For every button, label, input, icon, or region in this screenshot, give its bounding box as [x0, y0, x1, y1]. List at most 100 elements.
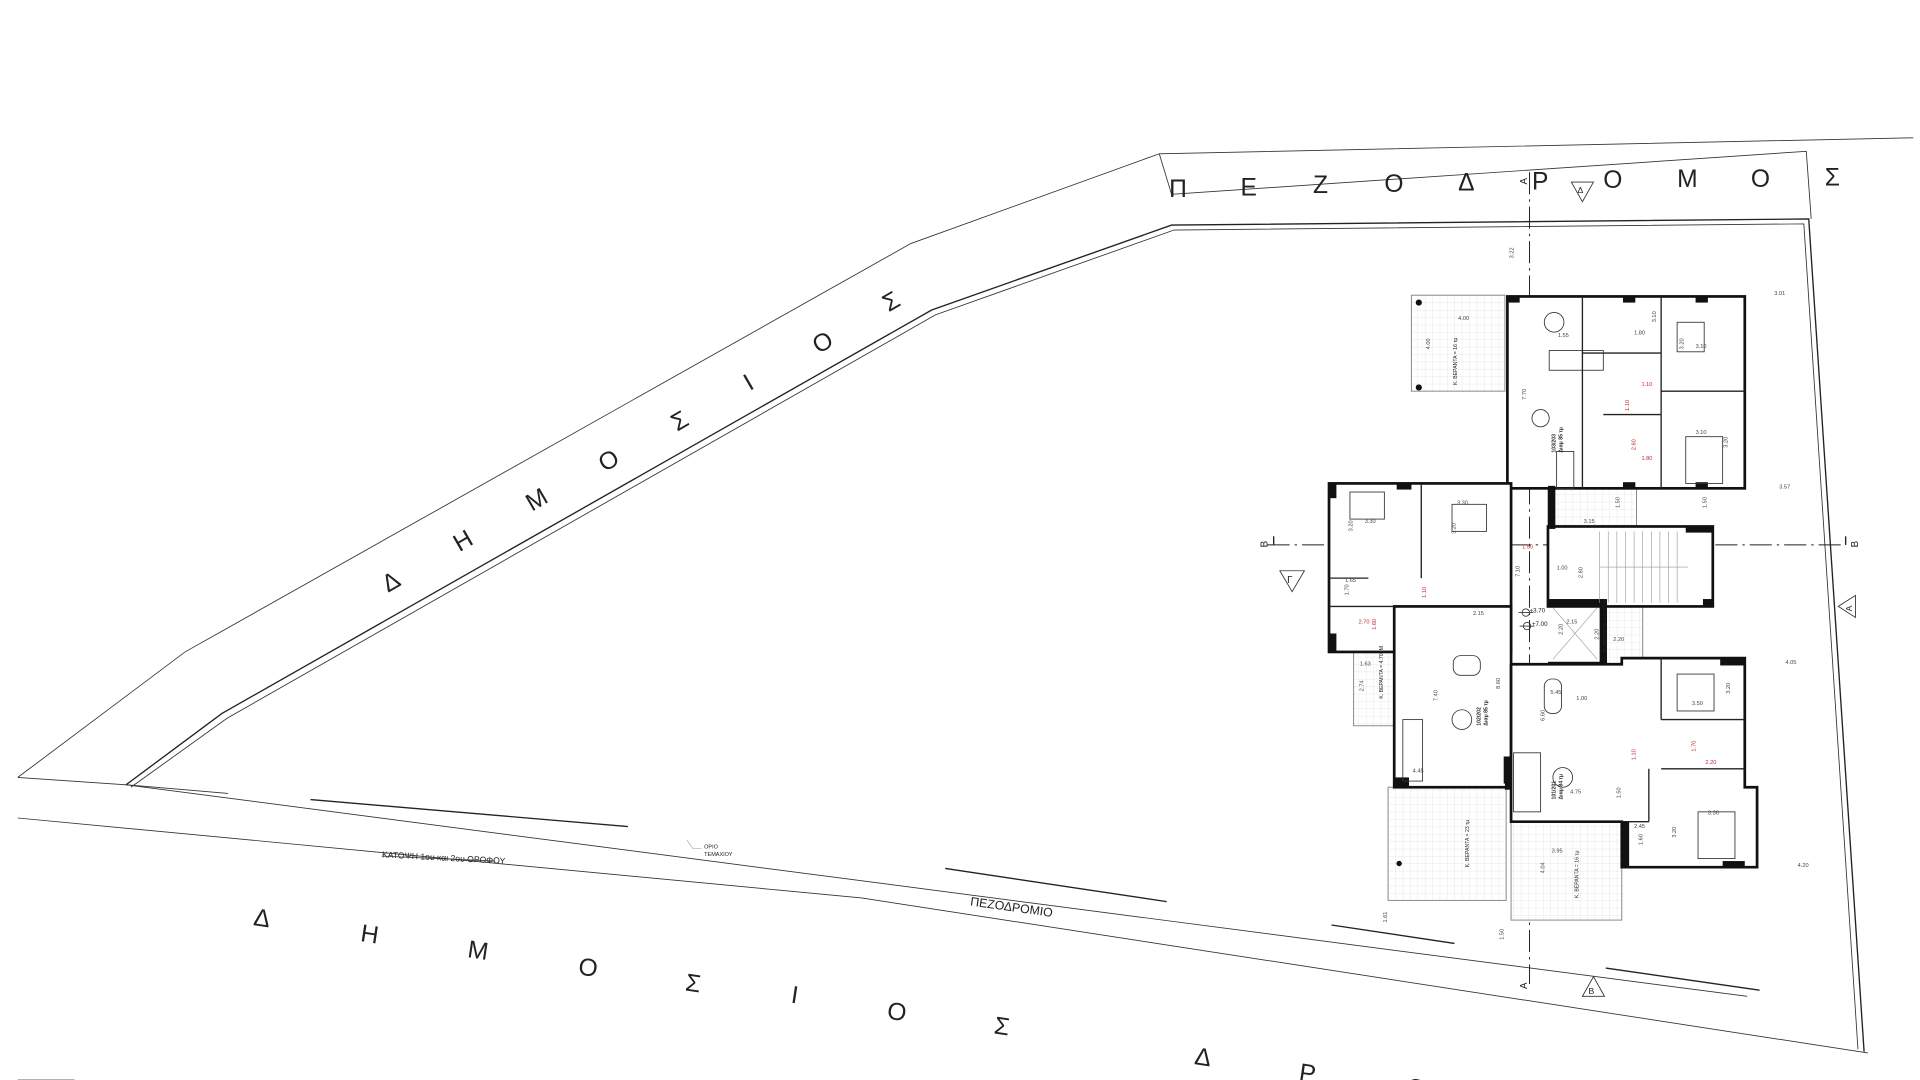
view-marker-b: Β	[1589, 986, 1595, 996]
street-letter: Η	[449, 525, 478, 557]
dimension-label: 1.61	[1383, 912, 1389, 923]
dimension-label: 2.20	[1559, 624, 1565, 635]
veranda-label: Κ. ΒΕΡΑΝΤΑ = 16 τμ	[1575, 851, 1581, 898]
view-marker-gamma: Γ	[1287, 575, 1293, 586]
view-marker-triangle-icon	[1581, 975, 1606, 997]
dimension-label: 2.80	[1578, 567, 1584, 578]
veranda-label: Κ. ΒΕΡΑΝΤΑ = 4.70ΤΜ	[1379, 646, 1385, 699]
view-marker-a: Α	[1844, 605, 1854, 611]
street-letter: Ο	[1603, 167, 1622, 194]
street-letter: Ο	[594, 445, 624, 478]
dimension-label: 6.60	[1540, 710, 1546, 721]
dimension-label: 3.10	[1696, 430, 1707, 436]
level-markers: +3.70 +7.00	[1518, 608, 1548, 631]
site-boundaries	[17, 137, 1914, 1080]
dimension-label: 2.20	[1594, 629, 1600, 640]
dimension-label: 3.20	[1672, 827, 1678, 838]
dimension-label: 3.50	[1692, 701, 1703, 707]
street-letter: Ο	[885, 998, 908, 1028]
dimension-label: 4.04	[1540, 862, 1546, 873]
unit-code: 103/203	[1551, 434, 1557, 453]
street-label-left: Δ Η Μ Ο Σ Ι Ο Σ	[378, 287, 905, 598]
unit-area: Διαμ 85 τμ	[1559, 427, 1565, 453]
dimension-label: 4.45	[1413, 768, 1424, 774]
dimension-label: 2.20	[1613, 637, 1624, 643]
dimension-label: 1.50	[1703, 497, 1709, 508]
street-letter: Ο	[1384, 171, 1403, 198]
veranda-labels: Κ. ΒΕΡΑΝΤΑ = 16 τμ Κ. ΒΕΡΑΝΤΑ = 23 τμ Κ.…	[1379, 338, 1609, 898]
dimension-label: 1.63	[1360, 661, 1371, 667]
street-letter: Δ	[378, 566, 406, 598]
dimension-label: 1.00	[1576, 696, 1587, 702]
level-label: +7.00	[1532, 621, 1548, 628]
street-letter: Ο	[577, 953, 600, 983]
dimension-label: 2.15	[1473, 611, 1484, 617]
dimension-label: 3.10	[1652, 311, 1658, 322]
dimension-label: 3.20	[1452, 523, 1458, 534]
dimension-label: 1.10	[1641, 382, 1652, 388]
level-label: +3.70	[1530, 608, 1546, 615]
dimension-label: 1.50	[1617, 787, 1623, 798]
furniture	[1349, 312, 1736, 860]
plot-limit-label: ΤΕΜΑΧΙΟΥ	[704, 852, 733, 858]
dimension-label: 1.60	[1372, 619, 1378, 630]
building-walls	[1327, 295, 1759, 869]
street-letter: Ζ	[1313, 172, 1328, 199]
dimension-label: 1.10	[1422, 587, 1428, 598]
dimension-label: 7.40	[1433, 690, 1439, 701]
street-letter: Ο	[1751, 166, 1770, 193]
dimension-label: 3.30	[1708, 810, 1719, 816]
street-letter: Μ	[521, 483, 552, 517]
dimension-label: 3.95	[1552, 848, 1563, 854]
view-marker-triangle-icon	[1570, 181, 1595, 203]
street-letter: Ο	[1404, 1074, 1427, 1080]
plot-limit-label: ΟΡΙΟ	[704, 845, 719, 851]
street-letter: Ο	[808, 327, 838, 360]
dimension-label: 3.30	[1457, 500, 1468, 506]
street-letter: Ρ	[1297, 1059, 1317, 1080]
unit-area: Διαμ 84 τμ	[1559, 774, 1565, 800]
dimension-label: 1.00	[1557, 566, 1568, 572]
dimension-label: 1.50	[1522, 545, 1533, 551]
unit-labels: 103/203 Διαμ 85 τμ 102/202 Διαμ 85 τμ 10…	[1476, 427, 1564, 799]
street-letter: Ι	[789, 982, 800, 1010]
dimension-label: 3.22	[1510, 247, 1516, 258]
veranda-label: Κ. ΒΕΡΑΝΤΑ = 4.70ΤΜ	[1603, 599, 1609, 652]
street-letter: Π	[1169, 176, 1187, 203]
street-letter: Δ	[252, 904, 272, 933]
unit-code: 101/201	[1551, 781, 1557, 800]
dimension-label: 1.80	[1641, 456, 1652, 462]
dimension-label: 2.70	[1359, 620, 1370, 626]
dimension-label: 1.80	[1634, 331, 1645, 337]
dimension-label: 3.01	[1774, 291, 1785, 297]
street-letter: Σ	[667, 406, 694, 437]
dimension-label: 3.30	[1365, 519, 1376, 525]
dimension-label: 4.00	[1458, 316, 1469, 322]
street-letter: Η	[359, 920, 381, 949]
sidewalk-label: ΠΕΖΟΔΡΟΜΙΟ	[969, 894, 1053, 919]
street-letter: Ρ	[1532, 168, 1548, 195]
dimension-label: 3.15	[1584, 519, 1595, 525]
dimension-label: 3.20	[1679, 338, 1685, 349]
view-marker-delta: Δ	[1577, 185, 1583, 195]
dimension-label: 4.75	[1570, 789, 1581, 795]
dimension-label: 8.60	[1496, 678, 1502, 689]
dimension-label: 3.10	[1696, 344, 1707, 350]
dimension-label: 2.45	[1634, 824, 1645, 830]
section-marker-b: Β	[1850, 540, 1861, 547]
dimension-label: 1.60	[1639, 834, 1645, 845]
dimension-label: 1.10	[1631, 749, 1637, 760]
dimension-label: 5.45	[1550, 690, 1561, 696]
dimension-label: 3.20	[1726, 683, 1732, 694]
drawing-title: ΚΑΤΟΨΗ 1ου και 2ου ΟΡΟΦΟΥ	[382, 849, 506, 865]
dimension-label: 2.20	[1705, 760, 1716, 766]
street-letter: Δ	[1193, 1043, 1213, 1072]
street-letter: Σ	[992, 1012, 1011, 1041]
dimension-label: 4.05	[1785, 660, 1796, 666]
section-marker-a: Α	[1519, 982, 1530, 989]
unit-code: 102/202	[1476, 707, 1482, 726]
dimension-label: 1.50	[1500, 929, 1506, 940]
dimension-label: 4.20	[1798, 863, 1809, 869]
veranda-label: Κ. ΒΕΡΑΝΤΑ = 16 τμ	[1453, 338, 1459, 385]
